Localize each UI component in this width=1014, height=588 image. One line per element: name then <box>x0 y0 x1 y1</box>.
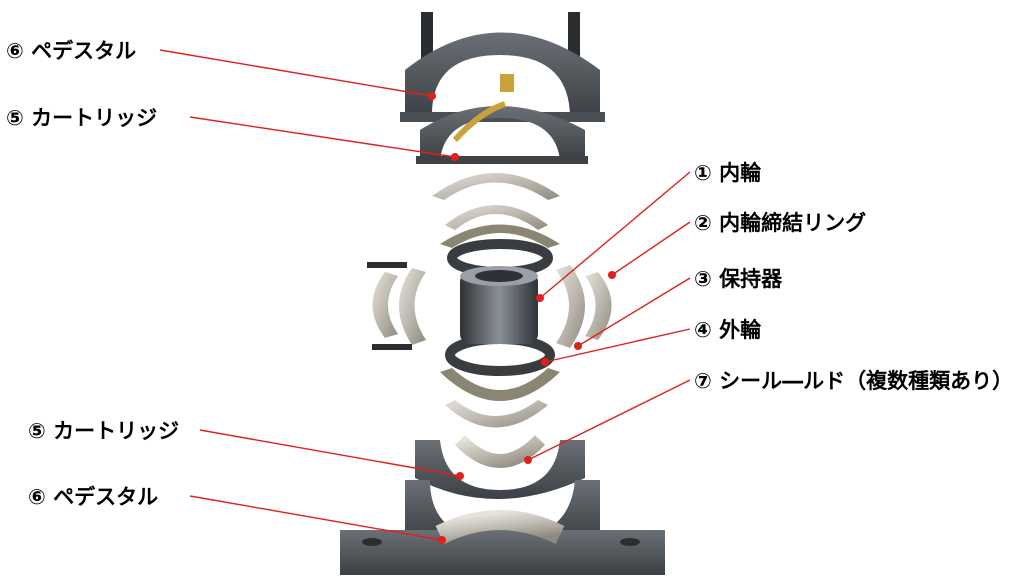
label-outer-ring: ④ 外輪 <box>694 318 762 342</box>
leader-line-cage <box>577 277 691 347</box>
leader-line-adapter <box>611 221 691 276</box>
left-seal-halves <box>367 262 426 350</box>
leader-line-bottom-cartridge <box>199 429 461 477</box>
marker-dot <box>574 342 582 350</box>
bottom-cartridge <box>415 435 585 499</box>
leader-line-top-pedestal <box>159 49 433 97</box>
label-seal: ⑦ シール―ルド（複数種類あり） <box>694 369 1014 393</box>
marker-dot <box>451 153 459 161</box>
top-cartridge <box>416 101 588 164</box>
leader-dots <box>428 92 616 544</box>
label-top-cartridge: ⑤ カートリッジ <box>6 106 158 130</box>
marker-dot <box>536 294 544 302</box>
leader-line-seal <box>527 379 691 461</box>
marker-dot <box>438 536 446 544</box>
bolt <box>421 12 433 62</box>
marker-dot <box>456 472 464 480</box>
marker-dot <box>428 92 436 100</box>
right-seal-halves <box>556 265 612 348</box>
leader-line-outer-ring <box>544 328 691 363</box>
leader-line-top-cartridge <box>189 116 456 158</box>
inner-ring <box>460 266 538 344</box>
top-outer-ring-halves <box>432 173 560 248</box>
label-bottom-pedestal: ⑥ ペデスタル <box>28 485 159 509</box>
marker-dot <box>524 456 532 464</box>
bottom-outer-ring-halves <box>440 368 560 428</box>
leader-line-inner-ring <box>539 171 691 299</box>
marker-dot <box>541 358 549 366</box>
leader-line-bottom-pedestal <box>189 495 443 541</box>
label-cage: ③ 保持器 <box>694 267 783 291</box>
marker-dot <box>608 271 616 279</box>
label-adapter-ring: ② 内輪締結リング <box>694 211 867 235</box>
bolt <box>568 12 580 62</box>
label-top-pedestal: ⑥ ペデスタル <box>6 39 137 63</box>
grease-fitting-icon <box>500 74 514 92</box>
label-inner-ring: ① 内輪 <box>694 161 762 185</box>
leader-lines <box>159 49 691 541</box>
bottom-pedestal <box>340 480 665 575</box>
label-bottom-cartridge: ⑤ カートリッジ <box>28 419 180 443</box>
